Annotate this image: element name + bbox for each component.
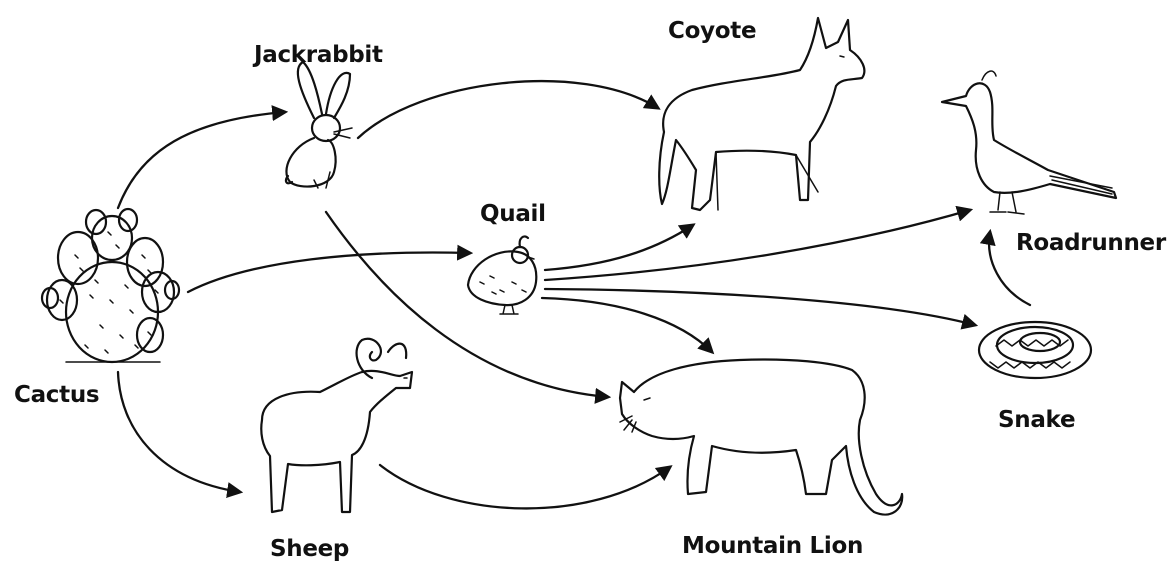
label-quail: Quail [480,201,546,227]
label-cactus: Cactus [14,382,99,408]
sheep-icon [261,339,412,512]
arrow-quail-to-coyote [545,225,693,270]
cactus-icon [42,209,179,362]
label-coyote: Coyote [668,18,756,44]
roadrunner-icon [942,71,1116,214]
snake-icon [979,322,1091,378]
coyote-icon [659,18,864,210]
arrow-sheep-to-mountain-lion [380,465,670,508]
label-sheep: Sheep [270,536,349,562]
label-snake: Snake [998,407,1075,433]
label-jackrabbit: Jackrabbit [252,42,383,68]
quail-icon [468,236,536,314]
arrow-jackrabbit-to-mountain-lion [326,212,608,397]
arrow-cactus-to-sheep [118,372,240,492]
label-roadrunner: Roadrunner [1016,230,1167,256]
arrow-quail-to-roadrunner [545,210,970,280]
arrows [118,81,1030,508]
label-mountain-lion: Mountain Lion [682,533,863,559]
arrow-quail-to-mountain-lion [542,298,712,352]
arrow-quail-to-snake [545,289,975,325]
mountain-lion-icon [620,359,902,514]
jackrabbit-icon [286,62,352,188]
arrow-cactus-to-jackrabbit [118,112,285,208]
arrow-cactus-to-quail [188,252,470,292]
arrow-jackrabbit-to-coyote [358,81,658,138]
